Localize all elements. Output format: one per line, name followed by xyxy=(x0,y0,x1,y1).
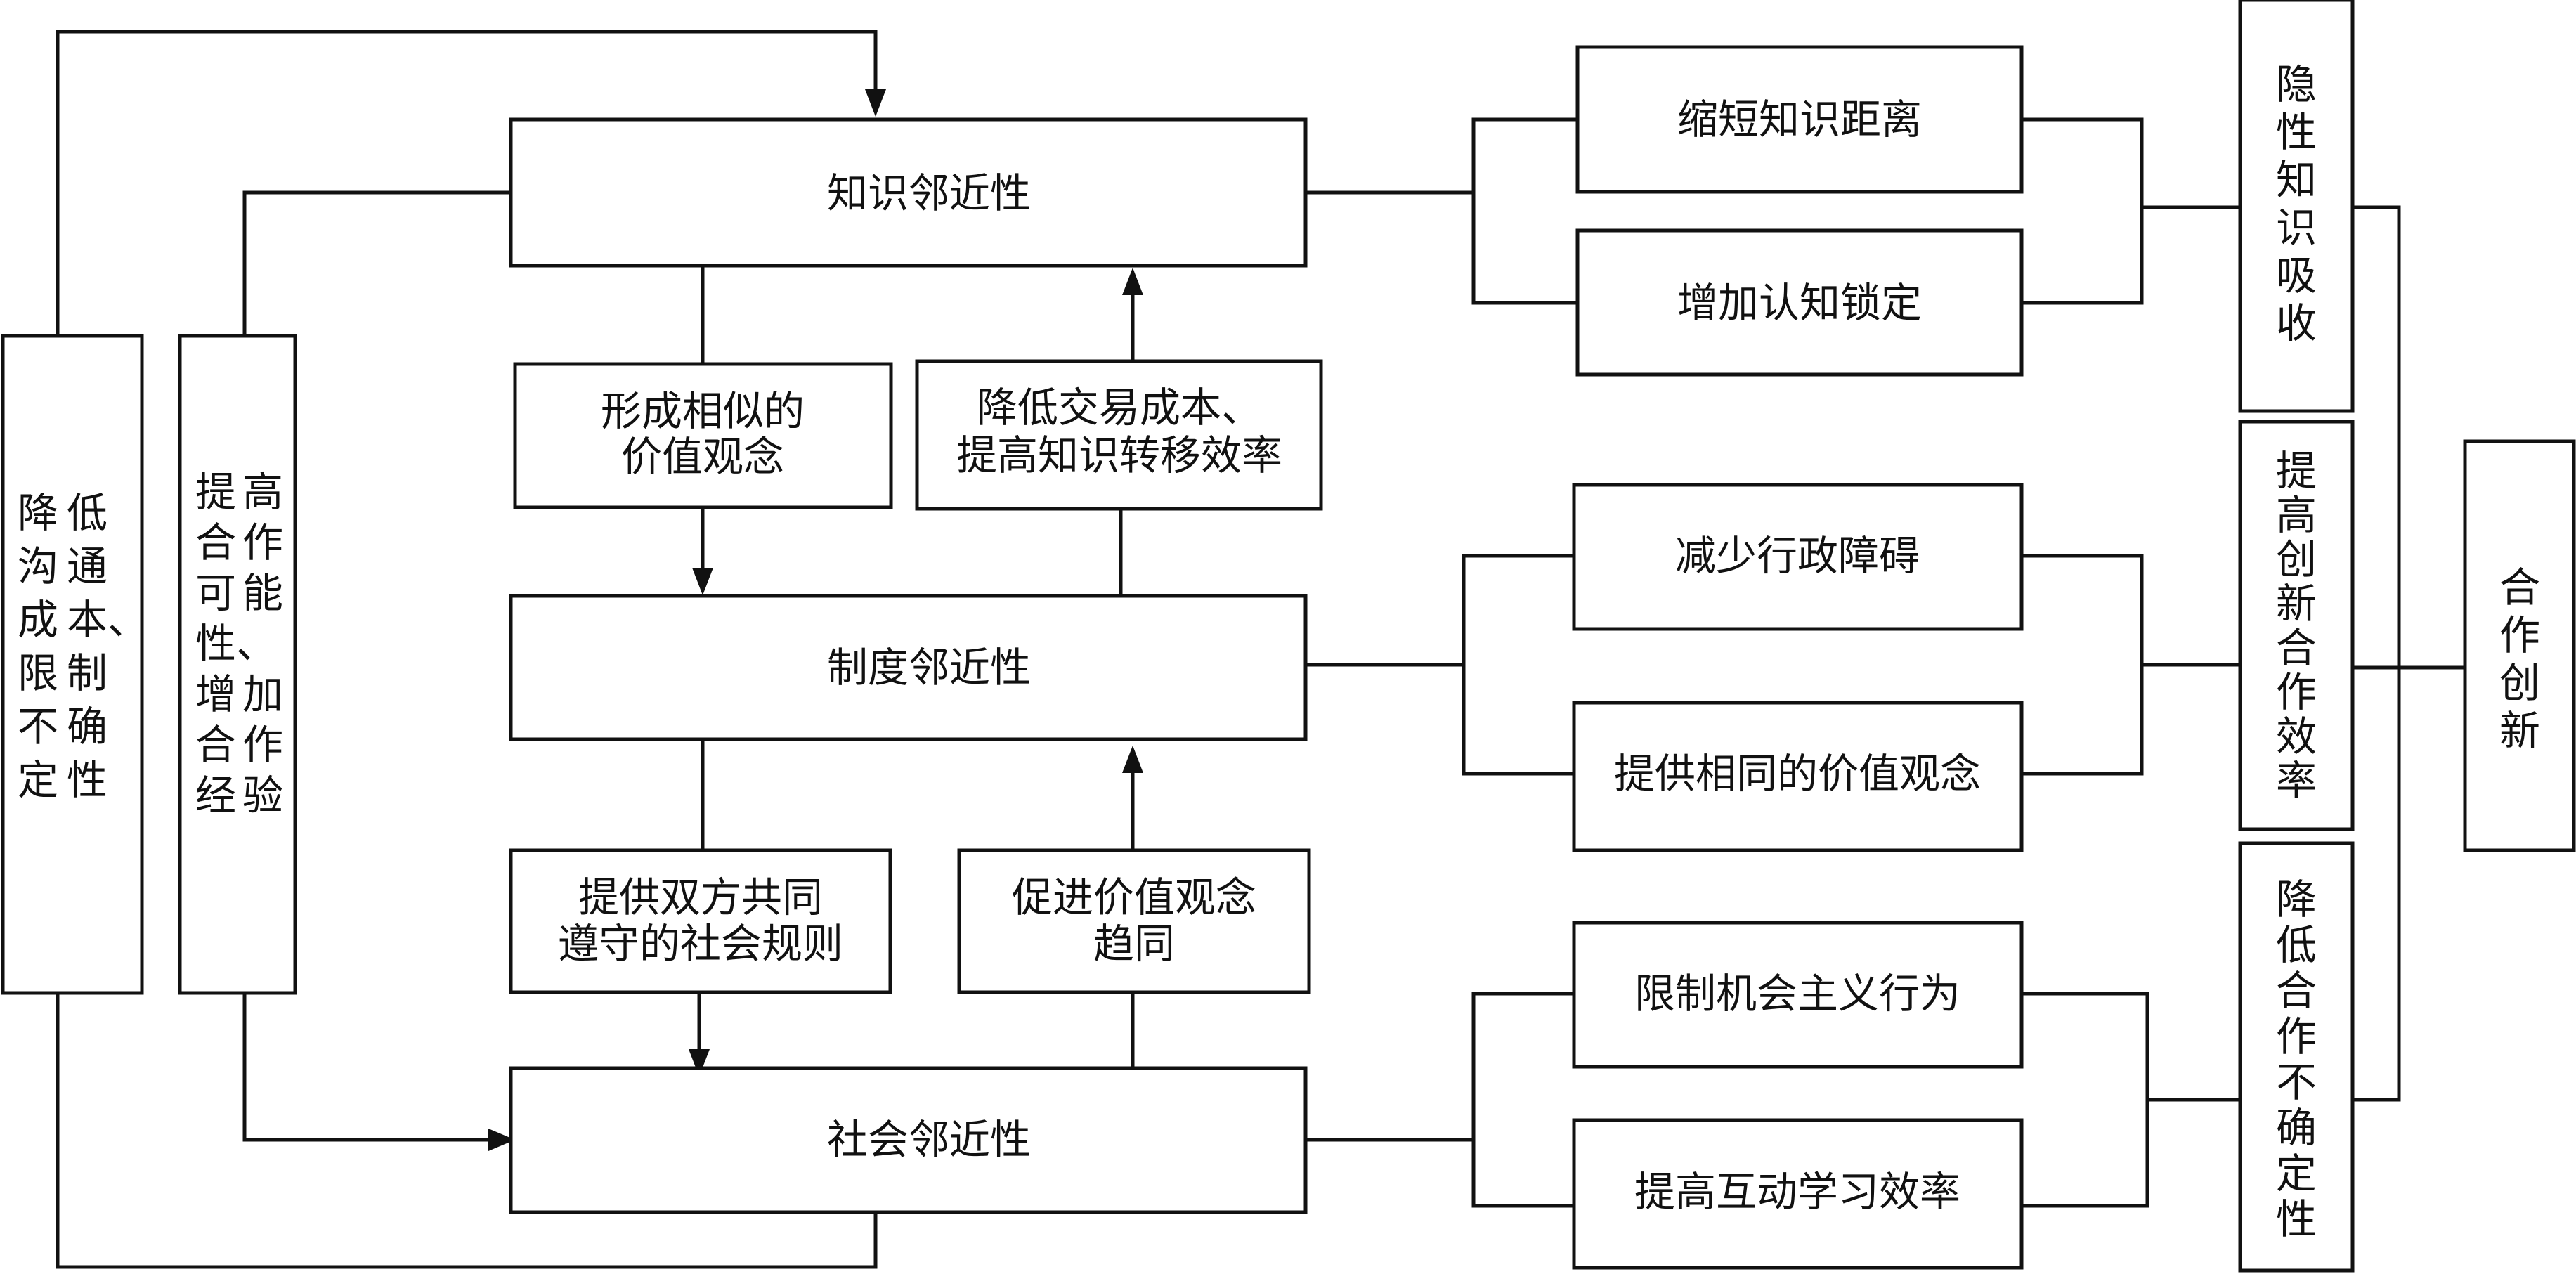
box-social-proximity: 社会邻近性 xyxy=(509,1066,1308,1214)
svg-text:创: 创 xyxy=(2499,659,2540,707)
svg-text:验: 验 xyxy=(242,772,283,819)
svg-text:提: 提 xyxy=(2276,447,2317,495)
svg-text:作: 作 xyxy=(2499,611,2540,659)
box-institutional-proximity: 制度邻近性 xyxy=(509,594,1308,741)
svg-text:形成相似的: 形成相似的 xyxy=(601,387,805,435)
svg-text:识: 识 xyxy=(2276,204,2317,252)
svg-text:提高知识转移效率: 提高知识转移效率 xyxy=(956,431,1282,479)
svg-text:缩短知识距离: 缩短知识距离 xyxy=(1677,96,1922,143)
svg-text:经: 经 xyxy=(195,772,236,819)
svg-text:确: 确 xyxy=(2276,1104,2317,1152)
box-cooperative-innovation: 合 作 创 新 xyxy=(2463,439,2576,852)
box-provide-same-values: 提供相同的价值观念 xyxy=(1572,701,2024,852)
svg-text:性: 性 xyxy=(2276,108,2317,156)
box-reduce-cooperation-uncertainty: 降 低 合 作 不 确 定 性 xyxy=(2238,841,2355,1273)
box-reduce-transaction-cost: 降低交易成本、 提高知识转移效率 xyxy=(915,359,1323,511)
svg-text:效: 效 xyxy=(2276,713,2317,760)
svg-text:价值观念: 价值观念 xyxy=(621,433,784,481)
svg-text:成: 成 xyxy=(18,596,58,644)
box-knowledge-proximity: 知识邻近性 xyxy=(509,117,1308,268)
svg-text:遵守的社会规则: 遵守的社会规则 xyxy=(558,920,843,968)
box-limit-opportunism: 限制机会主义行为 xyxy=(1572,921,2024,1069)
box-value-convergence: 促进价值观念 趋同 xyxy=(957,848,1311,994)
svg-text:加: 加 xyxy=(242,670,283,718)
svg-text:创: 创 xyxy=(2276,535,2317,583)
svg-text:新: 新 xyxy=(2499,707,2540,755)
svg-text:高: 高 xyxy=(2276,491,2317,539)
svg-text:制: 制 xyxy=(67,649,108,697)
svg-text:吸: 吸 xyxy=(2276,252,2317,299)
svg-text:率: 率 xyxy=(2276,757,2317,805)
svg-text:提高互动学习效率: 提高互动学习效率 xyxy=(1634,1168,1960,1216)
svg-text:确: 确 xyxy=(67,703,108,750)
box-reduce-communication-cost: 降低 沟通 成本、 限制 不确 定性 xyxy=(1,334,148,995)
arrowhead xyxy=(1122,746,1143,773)
box-increase-cognitive-lock: 增加认知锁定 xyxy=(1575,228,2024,377)
svg-text:趋同: 趋同 xyxy=(1093,920,1175,968)
svg-text:限制机会主义行为: 限制机会主义行为 xyxy=(1634,970,1960,1018)
svg-text:收: 收 xyxy=(2276,299,2317,347)
box-reduce-admin-barriers: 减少行政障碍 xyxy=(1572,483,2024,631)
svg-text:高: 高 xyxy=(242,468,283,516)
svg-text:知: 知 xyxy=(2276,156,2317,204)
svg-text:合: 合 xyxy=(2276,624,2317,672)
svg-text:促进价值观念: 促进价值观念 xyxy=(1012,873,1256,921)
arrowheads xyxy=(488,89,1143,1151)
svg-text:合: 合 xyxy=(2276,967,2317,1015)
svg-text:性: 性 xyxy=(2276,1195,2317,1243)
svg-text:作: 作 xyxy=(2276,1013,2317,1060)
svg-text:提供相同的价值观念: 提供相同的价值观念 xyxy=(1614,750,1981,798)
box-text: 提高 合作 可能 性、 增加 合作 经验 xyxy=(195,468,283,819)
svg-text:不: 不 xyxy=(18,703,58,750)
svg-text:新: 新 xyxy=(2276,580,2317,628)
box-tacit-knowledge-absorption: 隐 性 知 识 吸 收 xyxy=(2238,0,2355,413)
svg-text:限: 限 xyxy=(18,649,58,697)
svg-text:定: 定 xyxy=(18,756,58,804)
svg-text:能: 能 xyxy=(242,569,283,617)
svg-text:提供双方共同: 提供双方共同 xyxy=(578,873,823,921)
svg-text:增加认知锁定: 增加认知锁定 xyxy=(1677,279,1922,327)
svg-text:本、: 本、 xyxy=(67,596,148,644)
arrowhead xyxy=(692,568,713,595)
box-shorten-knowledge-distance: 缩短知识距离 xyxy=(1575,45,2024,194)
svg-text:定: 定 xyxy=(2276,1150,2317,1197)
svg-text:提: 提 xyxy=(195,468,236,516)
svg-text:隐: 隐 xyxy=(2276,60,2317,108)
svg-text:知识邻近性: 知识邻近性 xyxy=(827,169,1031,217)
box-innovation-efficiency: 提 高 创 新 合 作 效 率 xyxy=(2238,420,2355,831)
svg-text:减少行政障碍: 减少行政障碍 xyxy=(1675,532,1920,580)
svg-text:社会邻近性: 社会邻近性 xyxy=(827,1116,1031,1164)
svg-text:可: 可 xyxy=(195,569,236,617)
box-improve-cooperation: 提高 合作 可能 性、 增加 合作 经验 xyxy=(178,334,297,995)
svg-text:作: 作 xyxy=(2276,668,2317,716)
svg-text:降低交易成本、: 降低交易成本、 xyxy=(977,384,1262,431)
svg-text:通: 通 xyxy=(67,542,108,590)
svg-text:低: 低 xyxy=(67,489,108,537)
box-common-rules: 提供双方共同 遵守的社会规则 xyxy=(509,848,892,994)
svg-text:作: 作 xyxy=(242,519,283,566)
arrowhead xyxy=(1122,268,1143,295)
arrowhead xyxy=(865,89,886,117)
arrowhead xyxy=(488,1129,515,1151)
svg-text:合: 合 xyxy=(2499,564,2540,611)
svg-text:沟: 沟 xyxy=(18,542,58,590)
box-improve-interactive-learning: 提高互动学习效率 xyxy=(1572,1118,2024,1270)
box-similar-values: 形成相似的 价值观念 xyxy=(513,362,893,509)
svg-text:降: 降 xyxy=(2276,876,2317,923)
arrowhead xyxy=(689,1049,710,1077)
svg-text:性、: 性、 xyxy=(195,620,277,668)
box-text: 降低 沟通 成本、 限制 不确 定性 xyxy=(18,489,148,804)
svg-text:降: 降 xyxy=(18,489,58,537)
svg-text:不: 不 xyxy=(2276,1058,2317,1106)
svg-text:制度邻近性: 制度邻近性 xyxy=(827,644,1031,691)
svg-text:性: 性 xyxy=(67,756,108,804)
svg-text:合: 合 xyxy=(195,519,236,566)
svg-text:低: 低 xyxy=(2276,921,2317,969)
svg-text:合: 合 xyxy=(195,721,236,769)
svg-text:增: 增 xyxy=(195,670,236,718)
svg-text:作: 作 xyxy=(242,721,283,769)
